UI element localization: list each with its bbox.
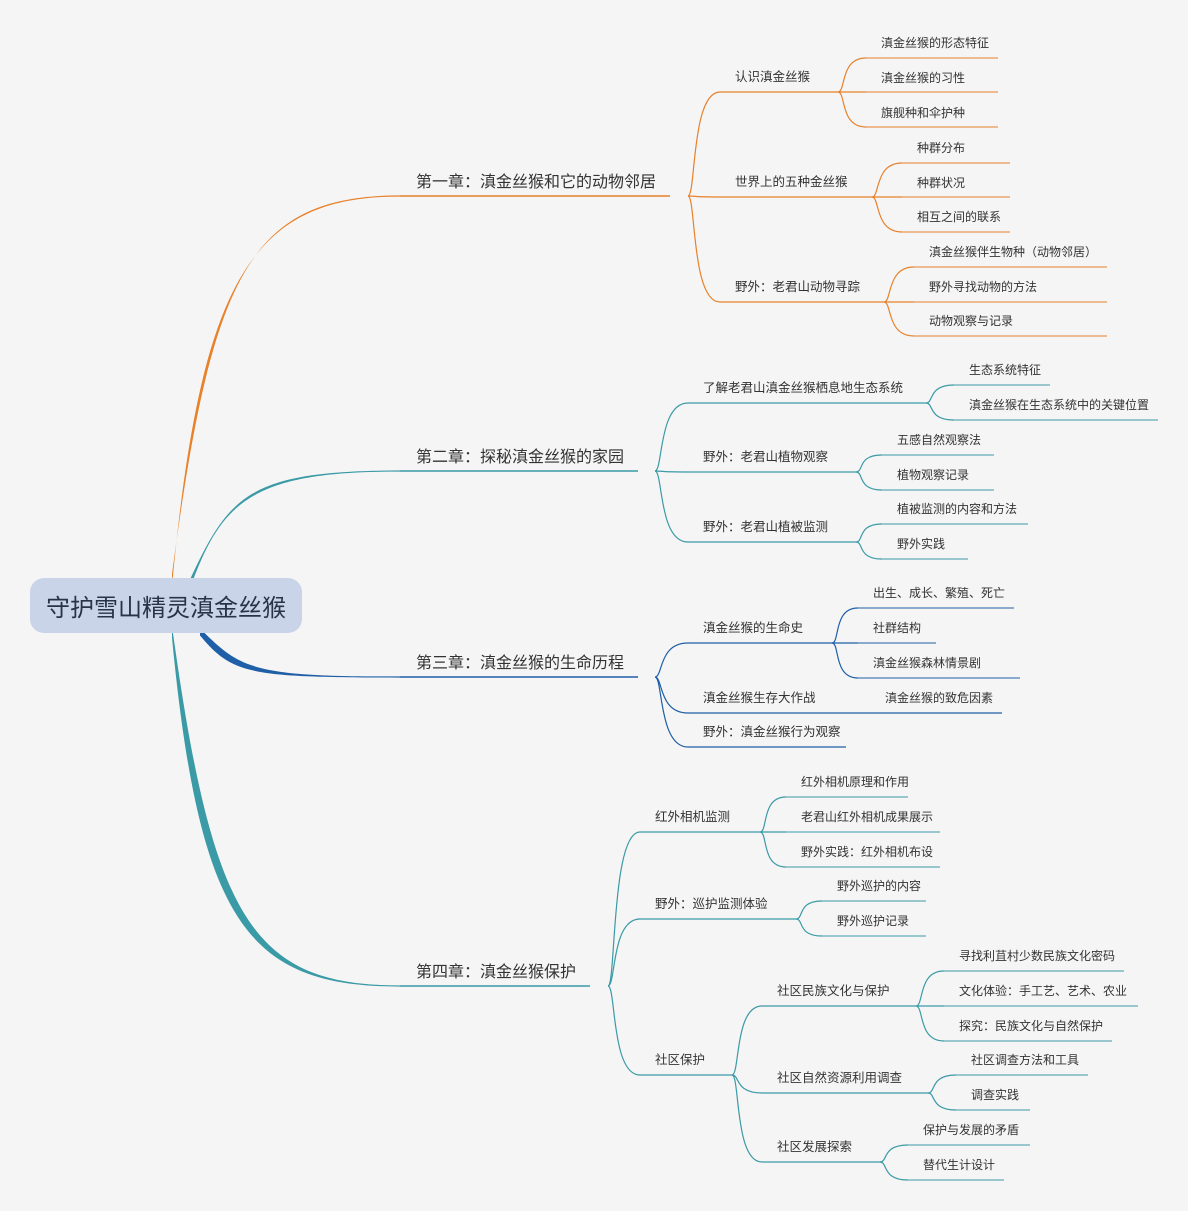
ch4-sub-link-3 xyxy=(731,1074,763,1163)
ch2-topic-3-item-1[interactable]: 植被监测的内容和方法 xyxy=(897,502,1018,516)
ch2-link-1 xyxy=(654,402,689,472)
ch1-t1-leaf-link xyxy=(837,57,867,93)
ch2-topic-2-item-2[interactable]: 植物观察记录 xyxy=(897,468,970,482)
branch-chapter-1 xyxy=(172,195,400,586)
ch2-t1-leaf-link xyxy=(925,402,955,421)
ch1-topic-2-item-1[interactable]: 种群分布 xyxy=(917,141,966,155)
ch1-t2-leaf-link xyxy=(871,196,903,233)
ch3-link-3 xyxy=(654,676,689,748)
ch1-topic-3-item-2[interactable]: 野外寻找动物的方法 xyxy=(929,280,1038,294)
ch2-t3-leaf-link xyxy=(855,523,883,543)
ch4-topic-2[interactable]: 野外：巡护监测体验 xyxy=(655,896,768,911)
ch3-t1-leaf-link xyxy=(831,642,859,679)
ch4-s3-leaf-link xyxy=(879,1144,909,1163)
ch4-topic-1-item-1[interactable]: 红外相机原理和作用 xyxy=(801,775,910,789)
ch4-subtopic-2[interactable]: 社区自然资源利用调查 xyxy=(777,1070,903,1085)
ch4-t2-leaf-link xyxy=(795,900,823,920)
ch1-topic-1-item-2[interactable]: 滇金丝猴的习性 xyxy=(881,71,966,85)
ch3-topic-1[interactable]: 滇金丝猴的生命史 xyxy=(703,620,804,635)
ch2-link-3 xyxy=(654,470,689,543)
ch1-topic-1-item-1[interactable]: 滇金丝猴的形态特征 xyxy=(881,36,990,50)
ch1-topic-3[interactable]: 野外：老君山动物寻踪 xyxy=(735,279,861,294)
ch4-subtopic-3-item-1[interactable]: 保护与发展的矛盾 xyxy=(923,1123,1020,1137)
ch4-subtopic-1-item-1[interactable]: 寻找利苴村少数民族文化密码 xyxy=(959,949,1116,963)
ch1-t1-leaf-link xyxy=(837,91,867,128)
chapter-1-title[interactable]: 第一章：滇金丝猴和它的动物邻居 xyxy=(416,172,657,191)
ch4-s1-leaf-link xyxy=(915,1005,945,1042)
ch3-topic-2-item-1[interactable]: 滇金丝猴的致危因素 xyxy=(885,691,994,705)
ch2-t1-leaf-link xyxy=(925,384,955,404)
ch3-topic-1-item-3[interactable]: 滇金丝猴森林情景剧 xyxy=(873,656,982,670)
ch4-topic-2-item-2[interactable]: 野外巡护记录 xyxy=(837,914,910,928)
ch1-topic-2[interactable]: 世界上的五种金丝猴 xyxy=(735,174,848,189)
ch3-topic-3[interactable]: 野外：滇金丝猴行为观察 xyxy=(703,724,841,739)
ch1-topic-2-item-3[interactable]: 相互之间的联系 xyxy=(917,210,1002,224)
branch-chapter-3 xyxy=(200,628,400,678)
ch1-topic-1-item-3[interactable]: 旗舰种和伞护种 xyxy=(881,106,966,120)
ch4-link-2 xyxy=(607,918,641,987)
ch4-sub-link-1 xyxy=(731,1005,763,1076)
ch3-topic-2[interactable]: 滇金丝猴生存大作战 xyxy=(703,690,816,705)
ch1-t2-leaf-link xyxy=(871,162,903,198)
chapter-3-title[interactable]: 第三章：滇金丝猴的生命历程 xyxy=(416,653,625,672)
ch2-t2-leaf-link xyxy=(855,454,883,473)
ch2-link-2 xyxy=(654,470,689,473)
ch4-s2-leaf-link xyxy=(927,1092,957,1111)
ch1-t3-leaf-link xyxy=(883,266,915,303)
ch4-subtopic-2-item-1[interactable]: 社区调查方法和工具 xyxy=(971,1053,1080,1067)
ch4-subtopic-3[interactable]: 社区发展探索 xyxy=(777,1139,853,1154)
ch4-t1-leaf-link xyxy=(759,831,787,868)
ch1-topic-3-item-1[interactable]: 滇金丝猴伴生物种（动物邻居） xyxy=(929,245,1098,259)
ch2-topic-3-item-2[interactable]: 野外实践 xyxy=(897,537,946,551)
ch4-topic-1-item-2[interactable]: 老君山红外相机成果展示 xyxy=(801,810,934,824)
ch1-topic-1[interactable]: 认识滇金丝猴 xyxy=(735,69,811,84)
ch1-link-1 xyxy=(687,91,721,197)
ch4-subtopic-2-item-2[interactable]: 调查实践 xyxy=(971,1088,1020,1102)
ch1-topic-2-item-2[interactable]: 种群状况 xyxy=(917,176,966,190)
ch4-link-3 xyxy=(607,985,641,1076)
ch4-subtopic-1-item-3[interactable]: 探究：民族文化与自然保护 xyxy=(959,1019,1104,1033)
chapter-4-title[interactable]: 第四章：滇金丝猴保护 xyxy=(416,962,577,981)
ch4-t1-leaf-link xyxy=(759,796,787,833)
ch4-subtopic-3-item-2[interactable]: 替代生计设计 xyxy=(923,1158,996,1172)
ch3-topic-1-item-2[interactable]: 社群结构 xyxy=(873,621,922,635)
branch-chapter-2 xyxy=(190,470,400,589)
ch1-link-2 xyxy=(687,195,721,198)
ch1-topic-3-item-3[interactable]: 动物观察与记录 xyxy=(929,314,1014,328)
chapter-2-title[interactable]: 第二章：探秘滇金丝猴的家园 xyxy=(416,447,625,466)
ch2-topic-1-item-2[interactable]: 滇金丝猴在生态系统中的关键位置 xyxy=(969,398,1150,412)
ch1-link-3 xyxy=(687,195,721,303)
ch4-topic-3[interactable]: 社区保护 xyxy=(655,1052,706,1067)
ch2-topic-2[interactable]: 野外：老君山植物观察 xyxy=(703,449,829,464)
ch3-link-1 xyxy=(654,642,689,678)
ch4-s1-leaf-link xyxy=(915,970,945,1007)
ch2-t3-leaf-link xyxy=(855,541,883,560)
ch3-topic-1-item-1[interactable]: 出生、成长、繁殖、死亡 xyxy=(873,586,1006,600)
ch4-subtopic-1[interactable]: 社区民族文化与保护 xyxy=(777,983,890,998)
ch4-topic-1[interactable]: 红外相机监测 xyxy=(655,809,731,824)
ch2-t2-leaf-link xyxy=(855,471,883,491)
ch4-subtopic-1-item-2[interactable]: 文化体验：手工艺、艺术、农业 xyxy=(959,984,1128,998)
ch4-topic-1-item-3[interactable]: 野外实践：红外相机布设 xyxy=(801,845,934,859)
branch-chapter-4 xyxy=(172,626,400,987)
ch1-t3-leaf-link xyxy=(883,301,915,337)
ch4-t2-leaf-link xyxy=(795,918,823,937)
root-title: 守护雪山精灵滇金丝猴 xyxy=(46,594,286,622)
root-topic[interactable]: 守护雪山精灵滇金丝猴 xyxy=(30,578,302,633)
ch4-link-1 xyxy=(607,831,641,987)
ch2-topic-1-item-1[interactable]: 生态系统特征 xyxy=(969,363,1042,377)
ch3-t1-leaf-link xyxy=(831,607,859,644)
ch4-s2-leaf-link xyxy=(927,1074,957,1094)
ch4-s3-leaf-link xyxy=(879,1161,909,1181)
ch2-topic-1[interactable]: 了解老君山滇金丝猴栖息地生态系统 xyxy=(703,380,904,395)
ch2-topic-3[interactable]: 野外：老君山植被监测 xyxy=(703,519,829,534)
ch4-topic-2-item-1[interactable]: 野外巡护的内容 xyxy=(837,879,922,893)
ch2-topic-2-item-1[interactable]: 五感自然观察法 xyxy=(897,433,982,447)
